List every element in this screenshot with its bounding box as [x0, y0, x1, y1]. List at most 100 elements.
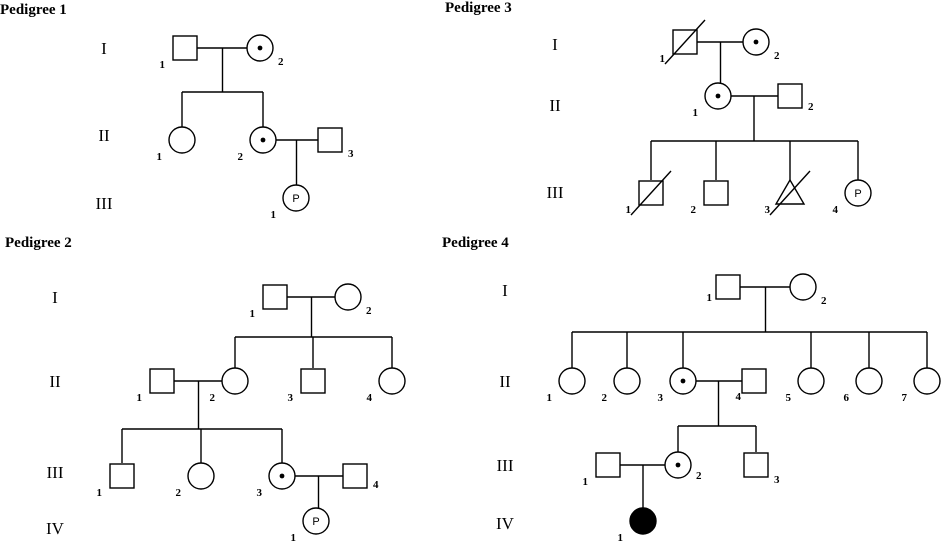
individual-number: 1: [660, 53, 666, 65]
individual-number: 1: [271, 209, 277, 221]
individual-number: 1: [157, 151, 163, 163]
generation-label: II: [499, 372, 511, 391]
individual-iv1: P1: [291, 507, 330, 544]
carrier-dot-icon: [715, 93, 721, 99]
individual-number: 6: [844, 392, 850, 404]
individual-i2: 2: [789, 273, 827, 307]
individual-number: 3: [288, 392, 294, 404]
individual-number: 4: [736, 391, 742, 403]
female-circle-icon: [797, 367, 825, 395]
individual-iii1: 1: [583, 452, 621, 488]
individual-ii1: 1: [547, 367, 586, 404]
male-square-icon: [743, 452, 769, 478]
individual-number: 1: [626, 204, 632, 216]
individual-i2: 2: [246, 34, 284, 68]
female-circle-icon: [334, 283, 362, 311]
individual-iii2: 2: [691, 180, 729, 216]
individual-number: 4: [373, 479, 379, 491]
generation-label: III: [497, 456, 514, 475]
male-square-icon: [317, 127, 343, 153]
individual-number: 1: [693, 107, 699, 119]
individual-number: 2: [808, 101, 814, 113]
individual-iii3: 3: [743, 452, 780, 486]
deceased-slash-icon: [769, 170, 811, 216]
female-circle-icon: [558, 367, 586, 395]
female-circle-icon: [221, 367, 249, 395]
carrier-dot-icon: [257, 45, 263, 51]
pregnancy-mark: P: [854, 188, 861, 200]
affected-female-circle-icon: [629, 507, 657, 535]
male-square-icon: [703, 180, 729, 206]
individual-iii3: 3: [257, 462, 296, 499]
generation-label: I: [52, 288, 58, 307]
individual-number: 1: [291, 532, 297, 544]
individual-number: 1: [547, 392, 553, 404]
generation-label: I: [502, 281, 508, 300]
individual-i2: 2: [334, 283, 372, 317]
male-square-icon: [300, 368, 326, 394]
male-square-icon: [149, 368, 175, 394]
male-square-icon: [595, 452, 621, 478]
carrier-dot-icon: [260, 137, 266, 143]
female-circle-icon: [913, 367, 941, 395]
individual-number: 2: [238, 151, 244, 163]
individual-number: 2: [691, 204, 697, 216]
pedigree-title: Pedigree 4: [442, 235, 509, 251]
individual-number: 2: [366, 305, 372, 317]
individual-number: 1: [137, 392, 143, 404]
individual-number: 2: [774, 50, 780, 62]
individual-ii3: 3: [317, 127, 354, 160]
carrier-dot-icon: [680, 378, 686, 384]
individual-number: 3: [765, 204, 771, 216]
individual-ii4: 4: [736, 368, 767, 403]
individual-number: 2: [602, 392, 608, 404]
individual-number: 3: [257, 487, 263, 499]
male-square-icon: [741, 368, 767, 394]
male-square-icon: [109, 463, 135, 489]
individual-iii4: P4: [833, 179, 872, 216]
individual-number: 3: [774, 474, 780, 486]
individual-ii4: 4: [367, 367, 406, 404]
individual-ii2: 2: [602, 367, 641, 404]
individual-number: 1: [97, 487, 103, 499]
individual-number: 2: [278, 56, 284, 68]
individual-ii7: 7: [902, 367, 941, 404]
individual-number: 2: [696, 470, 702, 482]
individual-number: 3: [348, 148, 354, 160]
male-square-icon: [262, 284, 288, 310]
female-circle-icon: [855, 367, 883, 395]
individual-number: 1: [250, 308, 256, 320]
generation-label: II: [549, 96, 561, 115]
individual-ii2: 2: [777, 83, 814, 113]
individual-i1: 1: [160, 35, 198, 71]
generation-label: IV: [46, 519, 65, 538]
individual-number: 5: [786, 392, 792, 404]
generation-label: I: [101, 39, 107, 58]
pedigree-title: Pedigree 3: [445, 0, 512, 16]
individual-iii2: 2: [176, 462, 215, 499]
deceased-slash-icon: [664, 19, 706, 65]
individual-number: 4: [367, 392, 373, 404]
individual-number: 1: [707, 292, 713, 304]
female-circle-icon: [302, 507, 330, 535]
male-square-icon: [172, 35, 198, 61]
individual-number: 7: [902, 392, 908, 404]
individual-iii4: 4: [342, 463, 379, 491]
female-circle-icon: [789, 273, 817, 301]
individual-ii1: 1: [137, 368, 175, 404]
generation-label: II: [49, 372, 61, 391]
individual-number: 1: [160, 59, 166, 71]
carrier-dot-icon: [675, 462, 681, 468]
generation-label: III: [547, 183, 564, 202]
individual-i2: 2: [742, 28, 780, 62]
individual-ii2: 2: [238, 126, 277, 163]
female-circle-icon: [168, 126, 196, 154]
male-square-icon: [777, 83, 803, 109]
individual-ii1: 1: [693, 82, 732, 119]
female-circle-icon: [378, 367, 406, 395]
deceased-slash-icon: [630, 170, 672, 216]
